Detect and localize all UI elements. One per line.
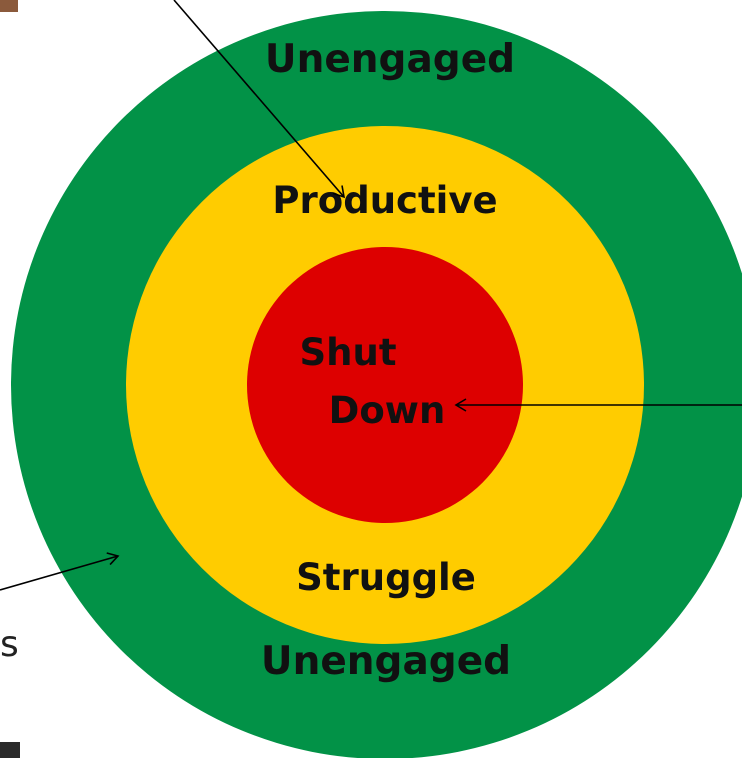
edge-text-fragment: s xyxy=(0,624,19,665)
inner-circle-shut-down xyxy=(247,247,523,523)
photo-fragment-bottom-left xyxy=(0,742,20,758)
arrow-to-productive xyxy=(173,0,346,199)
photo-fragment-top-left xyxy=(0,0,18,12)
label-shut: Shut xyxy=(299,331,396,374)
label-struggle: Struggle xyxy=(296,556,476,599)
arrow-to-unengaged xyxy=(0,552,120,591)
label-unengaged-top: Unengaged xyxy=(265,37,515,82)
label-unengaged-bottom: Unengaged xyxy=(261,639,511,684)
label-productive: Productive xyxy=(272,179,497,222)
label-down: Down xyxy=(329,389,446,432)
